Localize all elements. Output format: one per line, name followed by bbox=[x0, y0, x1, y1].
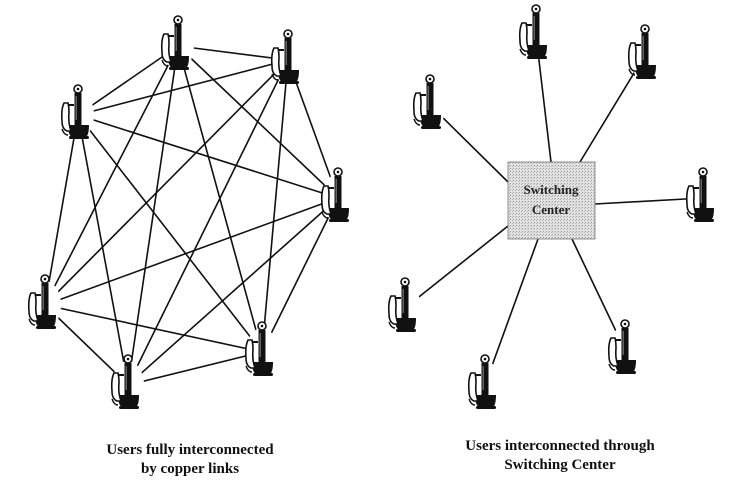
copper-link bbox=[127, 45, 179, 386]
switching-center-box bbox=[507, 161, 596, 240]
left-caption: Users fully interconnected by copper lin… bbox=[40, 441, 340, 479]
right-caption-line2: Switching Center bbox=[504, 457, 616, 473]
copper-link bbox=[77, 114, 129, 386]
right-telephones bbox=[387, 4, 719, 410]
copper-link bbox=[261, 197, 339, 353]
candlestick-telephone-icon bbox=[110, 354, 144, 410]
right-caption-line1: Users interconnected through bbox=[465, 438, 655, 454]
candlestick-telephone-icon bbox=[467, 354, 501, 410]
copper-links bbox=[44, 45, 339, 386]
copper-link bbox=[261, 59, 289, 353]
copper-link bbox=[177, 45, 289, 61]
copper-link bbox=[77, 114, 339, 199]
copper-link bbox=[77, 59, 289, 116]
candlestick-telephone-icon bbox=[387, 277, 421, 333]
copper-link bbox=[44, 197, 339, 306]
right-caption: Users interconnected through Switching C… bbox=[410, 437, 710, 475]
switch-link bbox=[579, 54, 646, 163]
candlestick-telephone-icon bbox=[270, 29, 304, 85]
copper-link bbox=[77, 114, 263, 353]
copper-link bbox=[44, 114, 79, 306]
candlestick-telephone-icon bbox=[244, 321, 278, 377]
candlestick-telephone-icon bbox=[685, 167, 719, 223]
left-caption-line2: by copper links bbox=[140, 461, 240, 477]
switch-link bbox=[404, 225, 509, 309]
candlestick-telephone-icon bbox=[320, 167, 354, 223]
candlestick-telephone-icon bbox=[27, 274, 61, 330]
copper-link bbox=[44, 45, 179, 306]
copper-link bbox=[127, 351, 263, 386]
candlestick-telephone-icon bbox=[607, 319, 641, 375]
switching-center-label-line1: Switching bbox=[524, 182, 579, 197]
candlestick-telephone-icon bbox=[60, 84, 94, 140]
copper-link bbox=[127, 59, 289, 386]
copper-link bbox=[77, 45, 179, 116]
switching-center: Switching Center bbox=[507, 161, 596, 240]
candlestick-telephone-icon bbox=[627, 24, 661, 80]
candlestick-telephone-icon bbox=[160, 15, 194, 71]
copper-link bbox=[44, 304, 263, 353]
copper-link bbox=[127, 197, 339, 386]
switch-link bbox=[594, 197, 704, 205]
copper-link bbox=[44, 59, 289, 306]
candlestick-telephone-icon bbox=[412, 74, 446, 130]
candlestick-telephone-icon bbox=[518, 4, 552, 60]
left-caption-line1: Users fully interconnected bbox=[106, 442, 274, 458]
switching-center-label-line2: Center bbox=[532, 202, 570, 217]
switch-link bbox=[484, 238, 539, 386]
copper-link bbox=[44, 304, 129, 386]
left-telephones bbox=[27, 15, 354, 410]
